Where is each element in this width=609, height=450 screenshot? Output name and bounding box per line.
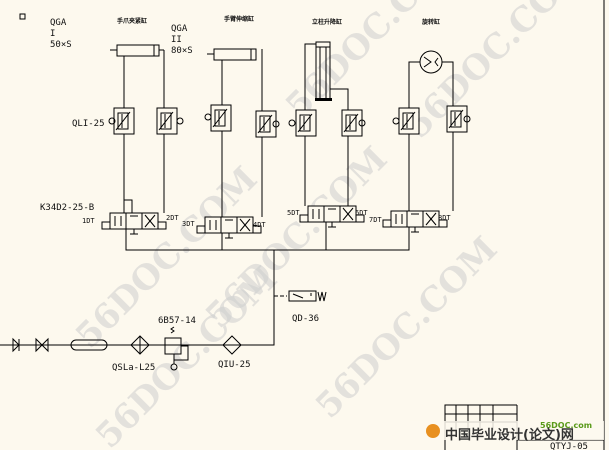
flow-control-valve[interactable] [341,109,366,137]
corner-mark [19,13,26,20]
flow-control-valve[interactable] [108,107,135,135]
pressure-switch[interactable] [288,290,327,302]
dir-valve-label: K34D2-25-B [40,203,94,213]
cyl2-size: 80×S [171,46,193,56]
flow-control-valve[interactable] [392,107,420,135]
supply-line [0,222,410,346]
solenoid-6dt: 6DT [355,209,368,217]
solenoid-7dt: 7DT [369,216,382,224]
flow-control-valve[interactable] [255,110,280,138]
svg-text:中国毕业设计(论文)网: 中国毕业设计(论文)网 [445,427,574,443]
pressure-switch-label: QD-36 [292,314,319,324]
solenoid-5dt: 5DT [287,209,300,217]
drawing-number: QTYJ-05 [550,442,588,450]
cylinder-2[interactable] [207,48,257,61]
heading-2: 手臂伸缩缸 [224,15,254,23]
svg-text:56DOC.com: 56DOC.com [540,421,592,430]
cylinder-1[interactable] [110,44,164,57]
cyl1-size: 50×S [50,40,72,50]
shutoff-valve[interactable] [35,337,49,353]
cyl2-type: QGA [171,24,188,34]
flow-control-valve[interactable] [446,105,471,133]
flow-control-valve[interactable] [156,107,184,135]
cyl1-type: QGA [50,18,67,28]
solenoid-3dt: 3DT [182,220,195,228]
lubricator[interactable] [222,335,242,355]
regulator-label: 6B57-14 [158,316,196,326]
cyl1-mark: I [50,29,55,39]
svg-text:56DOC.COM: 56DOC.COM [308,229,505,426]
cyl2-mark: II [171,35,182,45]
circuit-3-lines [304,43,349,206]
directional-valve-3[interactable] [299,205,365,228]
directional-valve-4[interactable] [382,210,448,233]
flow-control-valve[interactable] [204,104,232,132]
site-logo: 56DOC.com 中国毕业设计(论文)网 [410,421,604,443]
solenoid-8dt: 8DT [438,214,451,222]
heading-4: 旋转缸 [421,18,440,26]
air-tank[interactable] [70,339,108,351]
flow-control-valve[interactable] [288,109,317,137]
directional-valve-2[interactable] [196,216,262,239]
heading-3: 立柱升降缸 [312,18,342,26]
air-filter[interactable] [130,335,150,355]
heading-1: 手爪夹紧缸 [117,17,147,25]
pressure-regulator[interactable] [164,326,189,371]
cylinder-3-vertical[interactable] [315,41,332,101]
rotary-actuator[interactable] [419,50,443,74]
lubricator-label: QIU-25 [218,360,251,370]
solenoid-2dt: 2DT [166,214,179,222]
circuit-4-lines [408,61,454,211]
solenoid-4dt: 4DT [253,221,266,229]
filter-label: QSLa-L25 [112,363,155,373]
solenoid-1dt: 1DT [82,217,95,225]
check-valve[interactable] [12,337,20,353]
flow-valve-label: QLI-25 [72,119,105,129]
directional-valve-1[interactable] [101,212,167,235]
